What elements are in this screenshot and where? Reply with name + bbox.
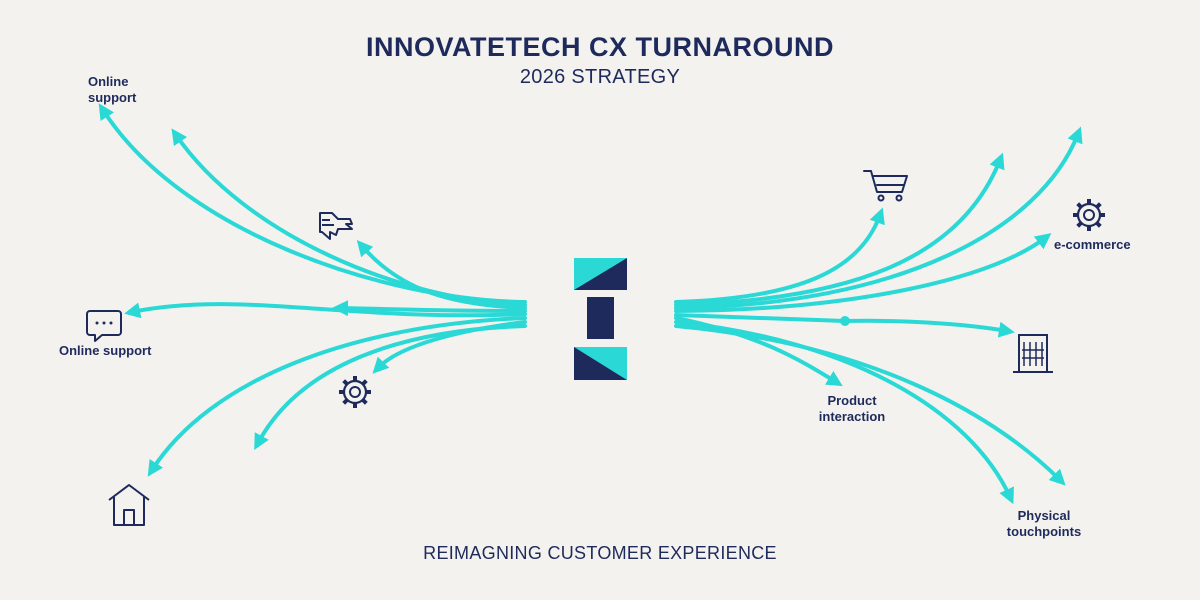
flow-curve: [254, 324, 527, 451]
innovatetech-logo: [574, 258, 627, 380]
label-product-interaction: Product interaction: [818, 393, 886, 424]
flow-curve: [674, 324, 1066, 486]
flow-curve: [147, 316, 527, 477]
flow-curve: [674, 320, 1014, 505]
page-subtitle: 2026 STRATEGY: [519, 66, 681, 88]
junction-dot: [840, 316, 850, 326]
flow-curve: [674, 126, 1083, 310]
chat-bubble-icon: [86, 310, 122, 342]
house-icon: [108, 484, 150, 526]
left-flow-curves: [98, 103, 527, 477]
label-online-support-top: Online support: [88, 74, 137, 105]
footer-tagline: REIMAGNING CUSTOMER EXPERIENCE: [423, 543, 777, 563]
flow-curve: [674, 313, 847, 323]
gear-icon: [1073, 199, 1105, 231]
message-flag-icon: [319, 212, 353, 240]
flow-curve: [674, 207, 885, 304]
flow-curve: [332, 300, 527, 317]
flow-curve: [171, 128, 527, 307]
page-title: INNOVATETECH CX TURNAROUND: [366, 32, 834, 62]
flow-curve: [674, 233, 1052, 313]
gear-icon: [339, 376, 371, 408]
flow-curve: [674, 152, 1005, 307]
right-flow-curves: [674, 126, 1083, 505]
flow-curve: [356, 239, 527, 310]
shopping-cart-icon: [863, 170, 908, 202]
flow-curve: [843, 318, 1015, 338]
flow-curve: [124, 302, 527, 319]
flow-curve: [98, 103, 527, 304]
label-ecommerce: e-commerce: [1054, 237, 1131, 252]
label-physical-touchpoints: Physical touchpoints: [1006, 508, 1082, 539]
building-icon: [1013, 334, 1053, 373]
label-online-support-left: Online support: [59, 343, 152, 358]
